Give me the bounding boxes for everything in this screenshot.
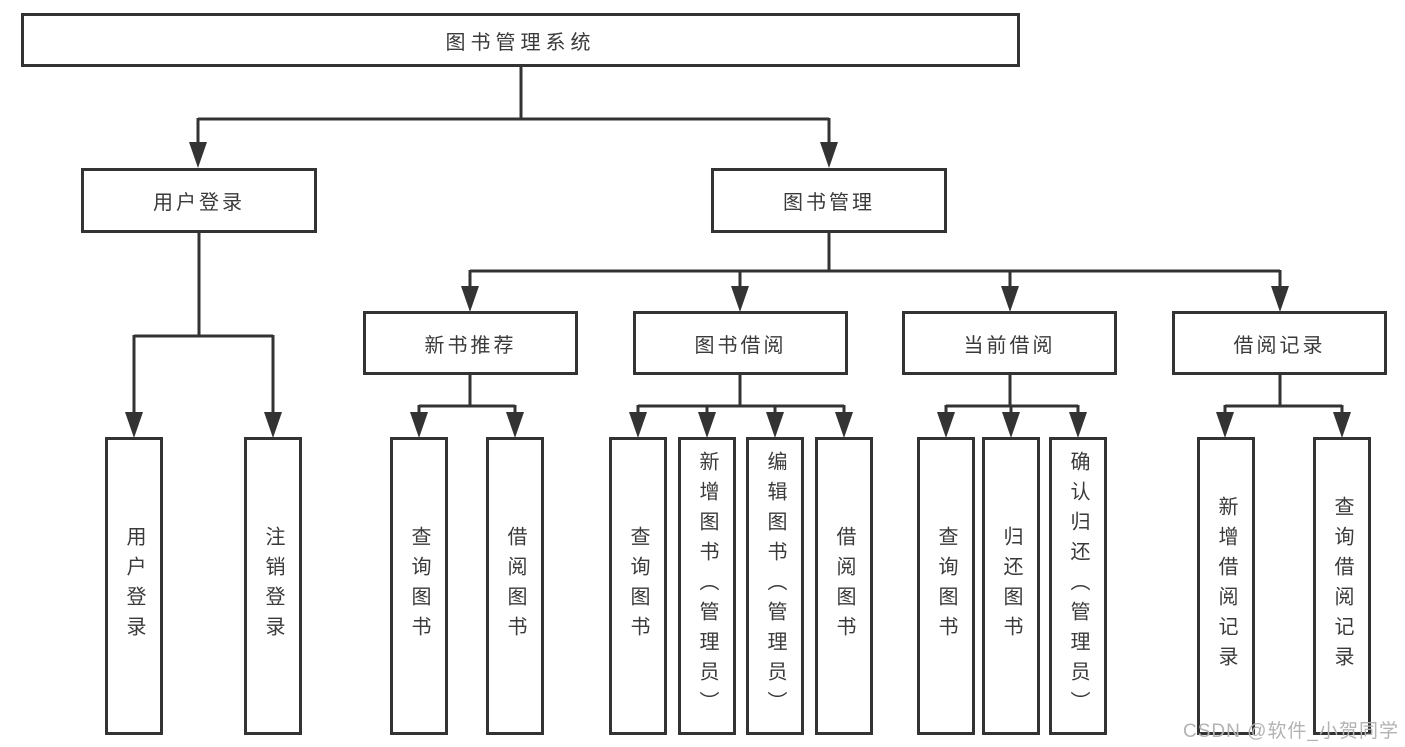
csdn-watermark: CSDN @软件_小贺同学: [1183, 721, 1399, 742]
node-leaf-return-books-label: 归还图书: [1000, 526, 1022, 646]
node-leaf-query-borrow-record: 查询借阅记录: [1313, 437, 1371, 735]
node-leaf-logout: 注销登录: [244, 437, 302, 735]
node-leaf-logout-label: 注销登录: [262, 526, 284, 646]
node-leaf-query-books-recommend-label: 查询图书: [408, 526, 430, 646]
node-leaf-query-books-current-label: 查询图书: [935, 526, 957, 646]
node-current-borrow-label: 当前借阅: [963, 334, 1056, 357]
node-book-borrow: 图书借阅: [633, 311, 848, 375]
node-book-management-label: 图书管理: [783, 192, 875, 214]
node-book-management: 图书管理: [711, 168, 947, 233]
node-leaf-query-books-current: 查询图书: [917, 437, 975, 735]
node-leaf-query-books-borrow-label: 查询图书: [627, 526, 649, 646]
node-leaf-add-borrow-record-label: 新增借阅记录: [1215, 496, 1237, 676]
node-new-book-recommend-label: 新书推荐: [424, 334, 517, 357]
node-leaf-edit-books-admin: 编辑图书（管理员）: [746, 437, 804, 735]
node-book-borrow-label: 图书借阅: [694, 334, 787, 357]
node-leaf-add-books-admin-label: 新增图书（管理员）: [696, 451, 718, 721]
node-borrow-records: 借阅记录: [1172, 311, 1387, 375]
node-leaf-user-login: 用户登录: [105, 437, 163, 735]
node-borrow-records-label: 借阅记录: [1233, 334, 1326, 357]
node-leaf-add-borrow-record: 新增借阅记录: [1197, 437, 1255, 735]
node-user-login-label: 用户登录: [153, 192, 245, 214]
node-leaf-query-books-recommend: 查询图书: [390, 437, 448, 735]
connector-lines: [132, 67, 1344, 416]
connector-arrowheads: [125, 142, 1351, 438]
node-user-login: 用户登录: [81, 168, 317, 233]
node-leaf-borrow-books-label: 借阅图书: [833, 526, 855, 646]
node-leaf-edit-books-admin-label: 编辑图书（管理员）: [764, 451, 786, 721]
node-leaf-borrow-books-recommend: 借阅图书: [486, 437, 544, 735]
node-leaf-query-borrow-record-label: 查询借阅记录: [1331, 496, 1353, 676]
node-current-borrow: 当前借阅: [902, 311, 1117, 375]
node-library-management-system: 图书管理系统: [21, 13, 1020, 67]
node-leaf-borrow-books-recommend-label: 借阅图书: [504, 526, 526, 646]
node-leaf-confirm-return-admin-label: 确认归还（管理员）: [1067, 451, 1089, 721]
node-leaf-query-books-borrow: 查询图书: [609, 437, 667, 735]
node-leaf-confirm-return-admin: 确认归还（管理员）: [1049, 437, 1107, 735]
node-library-management-system-label: 图书管理系统: [445, 31, 596, 54]
node-leaf-return-books: 归还图书: [982, 437, 1040, 735]
node-leaf-add-books-admin: 新增图书（管理员）: [678, 437, 736, 735]
node-new-book-recommend: 新书推荐: [363, 311, 578, 375]
node-leaf-user-login-label: 用户登录: [123, 526, 145, 646]
node-leaf-borrow-books: 借阅图书: [815, 437, 873, 735]
